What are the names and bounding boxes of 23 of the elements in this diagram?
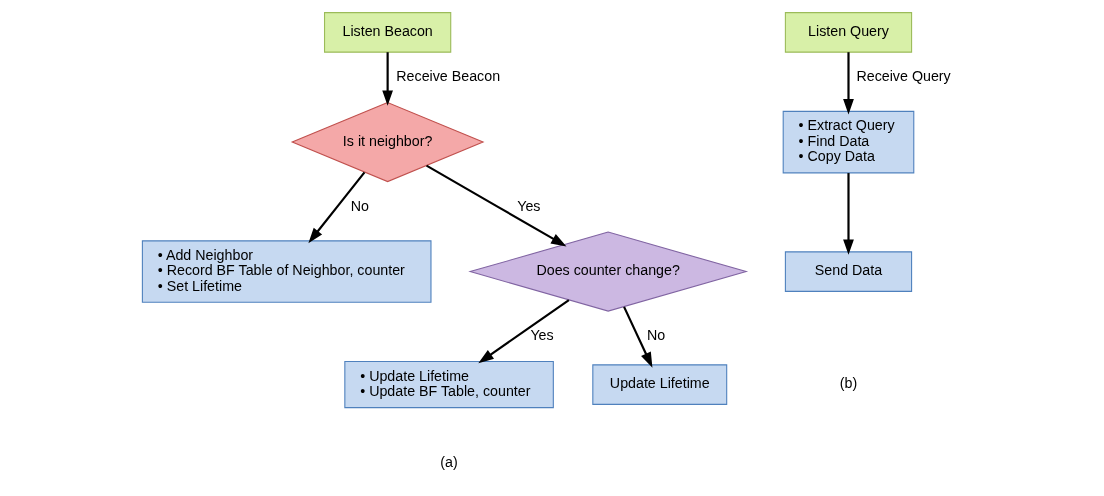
edge-label: Receive Query: [855, 68, 951, 85]
label: (b): [839, 375, 857, 392]
node-box: Listen Query: [784, 12, 912, 53]
arrow: [842, 52, 854, 115]
arrow: [622, 306, 652, 368]
arrow: [477, 299, 569, 364]
node-diamond: Is it neighbor?: [290, 102, 484, 183]
arrow: [842, 173, 854, 255]
node-box: • Add Neighbor • Record BF Table of Neighbor, counter • Set Lifetime: [141, 240, 432, 303]
arrow: [381, 52, 393, 106]
edge-label: No: [350, 197, 369, 214]
label: (a): [439, 454, 458, 471]
arrow: [307, 171, 365, 244]
node-box: Listen Beacon: [323, 12, 451, 53]
arrow: [425, 164, 566, 247]
node-box: • Update Lifetime • Update BF Table, counter: [343, 361, 554, 409]
edge-label: Yes: [529, 327, 554, 344]
node-box: • Extract Query • Find Data • Copy Data: [782, 110, 914, 174]
edge-label: Yes: [516, 197, 540, 214]
edge-label: No: [646, 327, 665, 344]
node-box: Update Lifetime: [591, 364, 727, 405]
node-box: Send Data: [784, 251, 912, 292]
edge-label: Receive Beacon: [395, 68, 500, 85]
